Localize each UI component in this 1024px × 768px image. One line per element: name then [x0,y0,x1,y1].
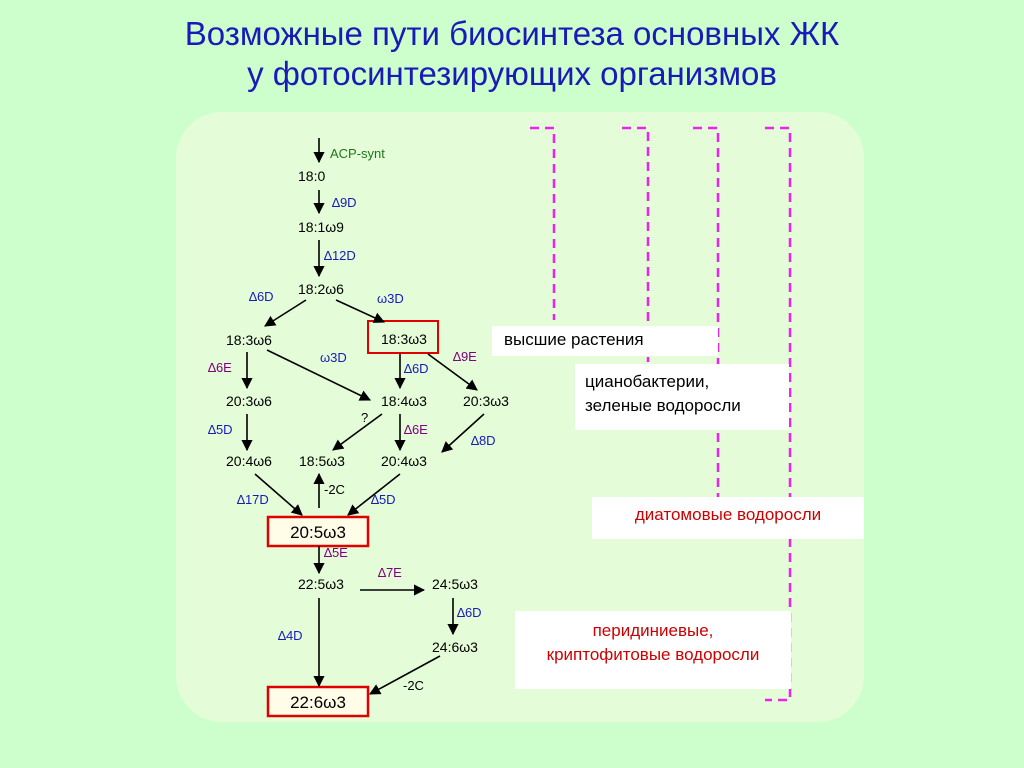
node-22-6w3: 22:6ω3 [290,693,346,712]
enzyme-d5e: ∆5E [324,545,348,560]
node-18-5w3: 18:5ω3 [299,453,345,469]
highlight-box-22-6w3 [266,685,370,718]
arrow-d9e [427,353,478,391]
title-line-2: у фотосинтезирующих организмов [247,55,777,92]
group-higher-plants-text: высшие растения [504,330,644,349]
enzyme-d12d: ∆12D [324,248,356,263]
enzyme-d9e: ∆9E [453,349,477,364]
metabolite-nodes: 18:0 18:1ω9 18:2ω6 18:3ω6 18:3ω3 20:3ω6 … [226,168,509,712]
node-18-1w9: 18:1ω9 [298,219,344,235]
enzyme-unknown: ? [361,410,368,425]
highlight-box-18-3w3 [367,320,439,354]
enzyme-acp-synt: ACP-synt [330,146,385,161]
enzyme-d5d-a: ∆5D [208,422,233,437]
enzyme-w3d-b: ω3D [320,350,347,365]
group-label-higher-plants: высшие растения [492,326,718,356]
arrow-w3d-b [266,349,372,401]
enzyme-minus2c-b: -2C [403,678,424,693]
page-title: Возможные пути биосинтеза основных ЖК у … [0,14,1024,94]
enzyme-labels: ACP-synt ∆9D ∆12D ∆6D ω3D ∆6E ω3D ∆6D ∆9… [208,146,496,693]
group-cyano-line-1: цианобактерии, [585,372,710,391]
node-20-3w3: 20:3ω3 [463,393,509,409]
enzyme-d6e-b: ∆6E [404,422,428,437]
node-18-0: 18:0 [298,168,325,184]
node-18-4w3: 18:4ω3 [381,393,427,409]
group-diatoms-text: диатомовые водоросли [634,505,822,524]
enzyme-d7e: ∆7E [378,565,402,580]
enzyme-w3d-a: ω3D [377,291,404,306]
node-18-3w3: 18:3ω3 [381,331,427,347]
node-20-5w3: 20:5ω3 [290,523,346,542]
title-line-1: Возможные пути биосинтеза основных ЖК [184,15,840,52]
arrow-d8d [441,413,485,453]
enzyme-d6e-a: ∆6E [208,360,232,375]
enzyme-d8d: ∆8D [471,433,496,448]
enzyme-d6d-b: ∆6D [404,361,429,376]
enzyme-minus2c-a: -2C [324,482,345,497]
group-label-diatoms: диатомовые водоросли [592,497,864,539]
arrow-d5d-b [347,473,401,516]
enzyme-d5d-b: ∆5D [371,492,396,507]
node-20-3w6: 20:3ω6 [226,393,272,409]
enzyme-d4d: ∆4D [278,628,303,643]
enzyme-d6d-a: ∆6D [249,289,274,304]
node-22-5w3: 22:5ω3 [298,576,344,592]
node-18-2w6: 18:2ω6 [298,281,344,297]
enzyme-d9d: ∆9D [332,195,357,210]
pathway-arrows [241,138,485,695]
enzyme-d17d: ∆17D [237,492,269,507]
group-perid-line-1: перидиниевые, [592,621,714,640]
node-24-6w3: 24:6ω3 [432,639,478,655]
node-18-3w6: 18:3ω6 [226,332,272,348]
arrow-q [332,413,383,451]
enzyme-d6d-c: ∆6D [457,605,482,620]
group-cyano-line-2: зеленые водоросли [585,396,741,415]
bracket-cyanobacteria [622,126,650,362]
node-20-4w3: 20:4ω3 [381,453,427,469]
node-24-5w3: 24:5ω3 [432,576,478,592]
arrow-d6d-a [264,299,307,327]
node-20-4w6: 20:4ω6 [226,453,272,469]
highlight-box-20-5w3 [266,515,370,548]
group-label-peridinians: перидиниевые, криптофитовые водоросли [515,611,791,689]
group-label-cyanobacteria: цианобактерии, зеленые водоросли [575,364,789,430]
bracket-higher-plants [530,126,556,320]
arrow-w3d-a [335,299,386,323]
group-perid-line-2: криптофитовые водоросли [546,645,760,664]
arrow-minus2c-b [369,655,441,695]
arrow-d17d [254,473,303,516]
bracket-diatoms [693,126,720,498]
